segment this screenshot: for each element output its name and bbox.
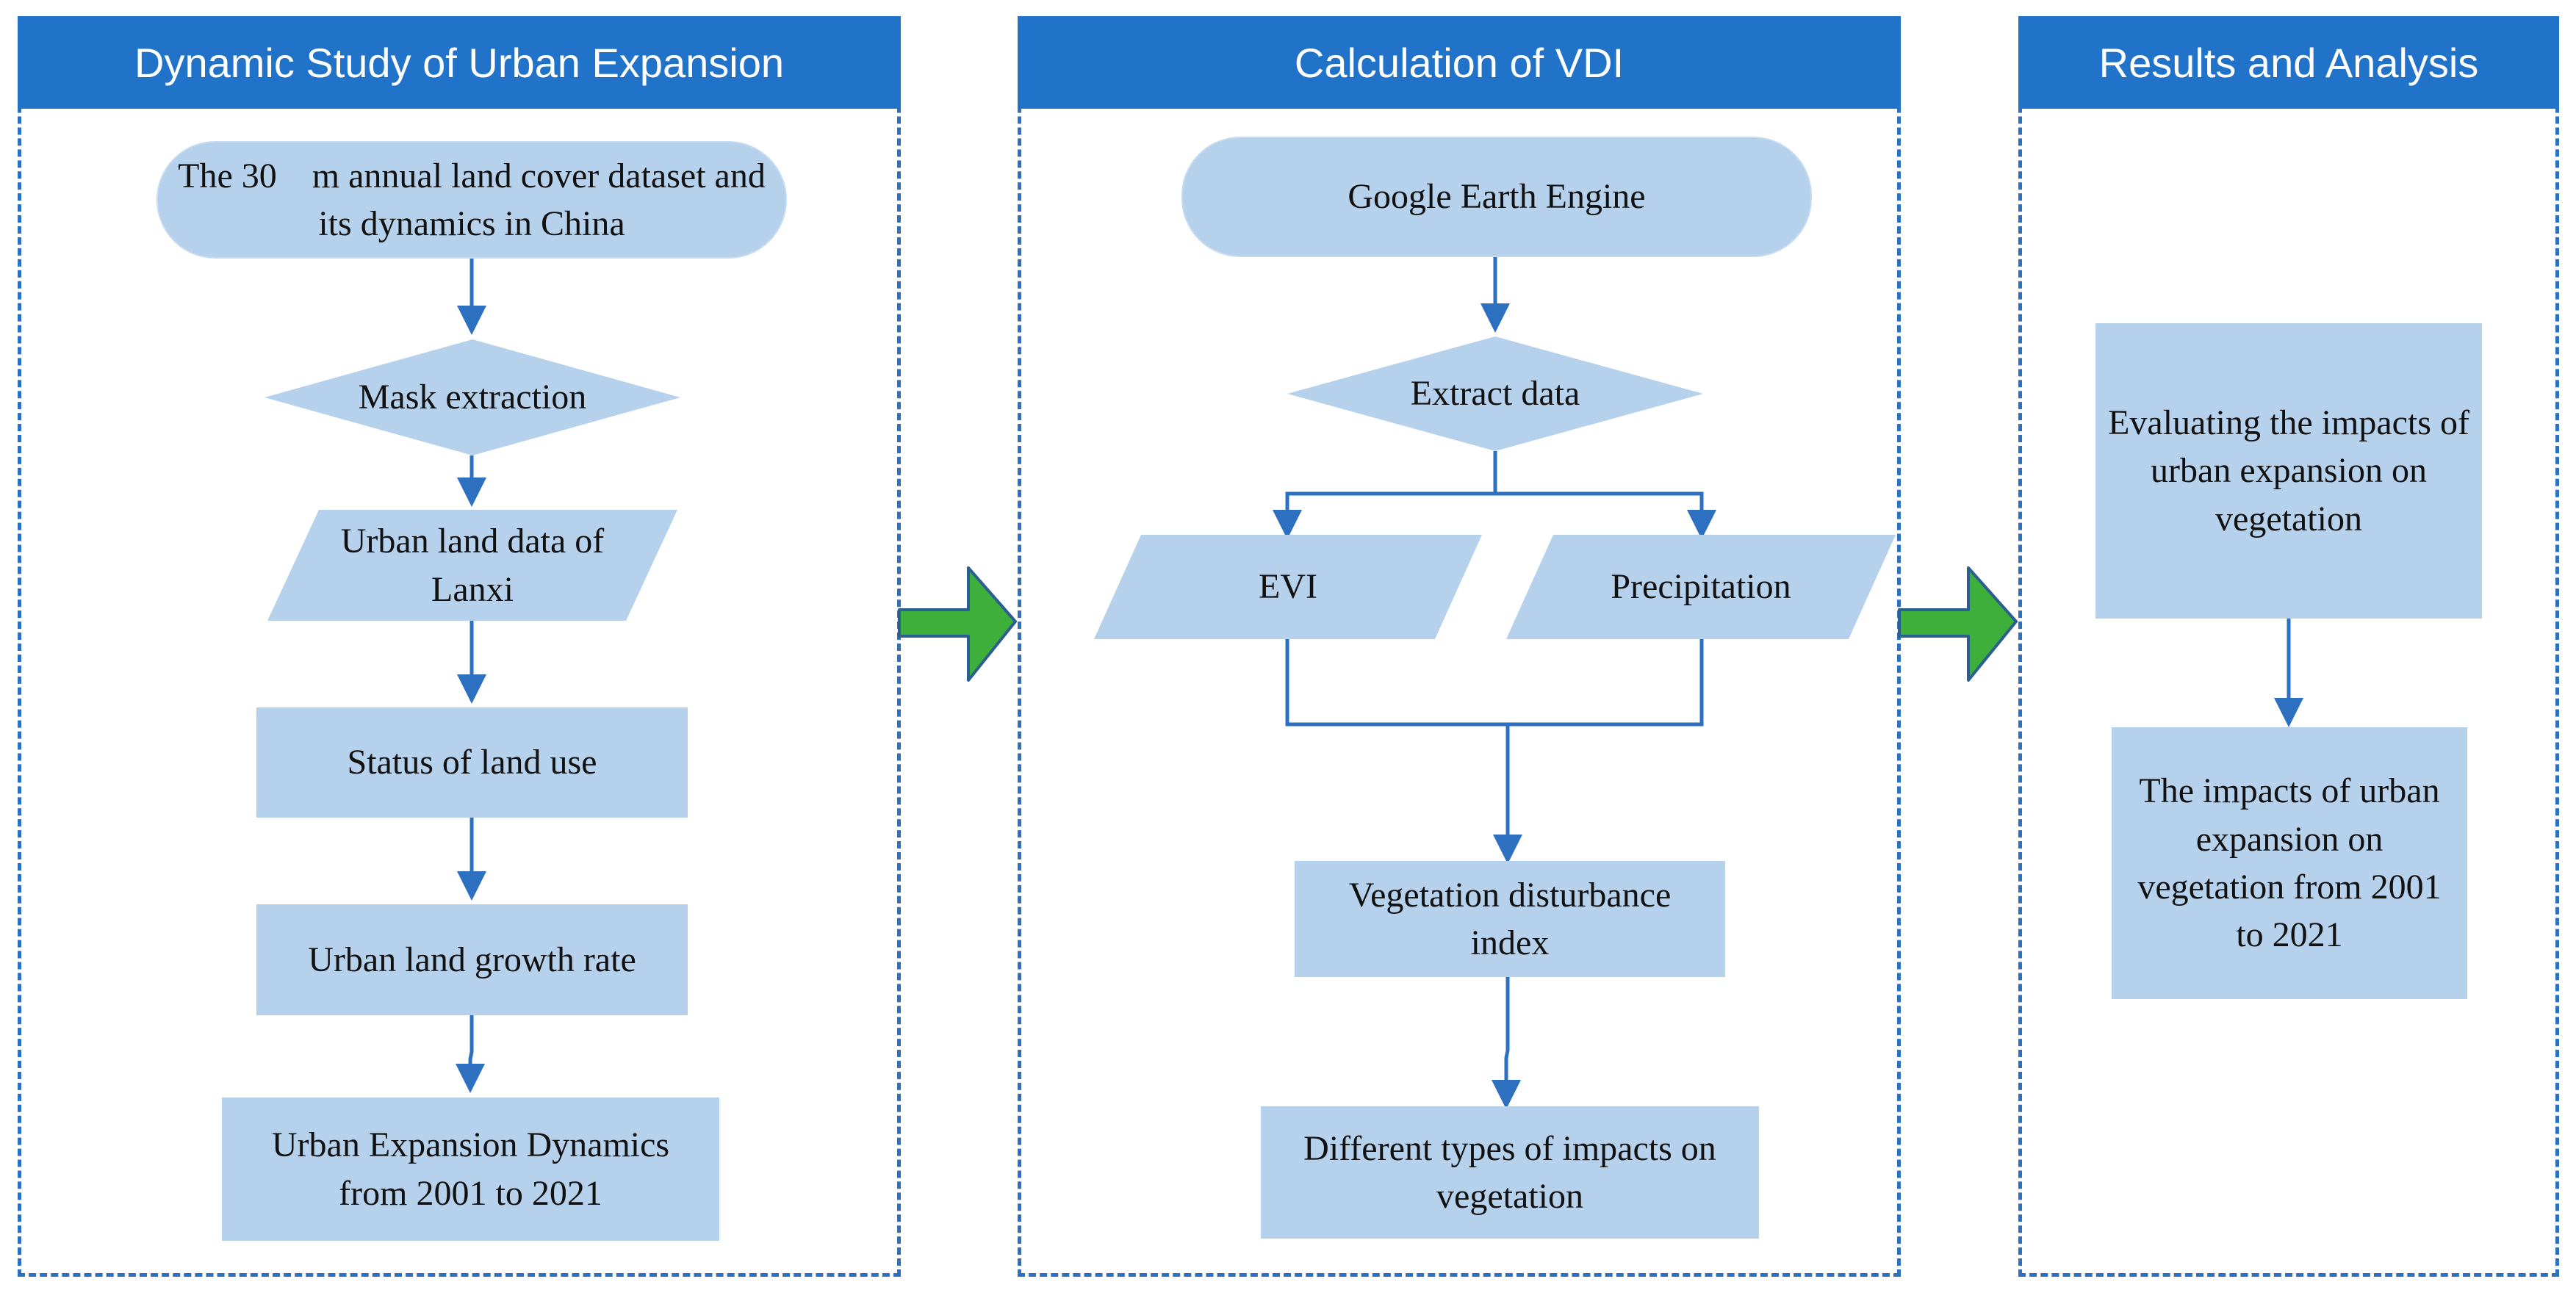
node-mask-extraction-label: Mask extraction (358, 378, 587, 417)
node-land-cover-dataset-label: The 30 m annual land cover dataset and i… (178, 156, 766, 243)
big-arrow-left-to-middle (898, 566, 1017, 682)
node-google-earth-engine: Google Earth Engine (1181, 137, 1812, 257)
node-evaluating-impacts-label: Evaluating the impacts of urban expansio… (2108, 403, 2469, 538)
arrow-growth-to-dynamics (456, 1015, 485, 1093)
node-land-cover-dataset: The 30 m annual land cover dataset and i… (156, 141, 787, 259)
node-evi-label: EVI (1259, 567, 1317, 607)
node-vdi-label: Vegetation disturbance index (1348, 875, 1672, 962)
split-extract-right (1495, 491, 1716, 539)
node-extract-data-shape (1287, 336, 1703, 451)
node-status-land-use-label: Status of land use (347, 743, 597, 782)
node-evaluating-impacts: Evaluating the impacts of urban expansio… (2095, 323, 2482, 619)
node-evi-shape (1094, 535, 1482, 639)
node-precipitation-shape (1506, 535, 1896, 639)
split-extract (1273, 451, 1497, 539)
panel-title-dynamic-study: Dynamic Study of Urban Expansion (18, 16, 901, 109)
node-expansion-dynamics: Urban Expansion Dynamics from 2001 to 20… (222, 1098, 719, 1241)
panel-title-results-analysis: Results and Analysis (2018, 16, 2559, 109)
node-impact-types-label: Different types of impacts on vegetation (1303, 1128, 1716, 1216)
node-google-earth-engine-label: Google Earth Engine (1348, 177, 1646, 217)
node-precipitation-label: Precipitation (1611, 567, 1791, 607)
arrow-vdi-to-impacts (1492, 977, 1521, 1109)
merge-evi-precip (1285, 639, 1704, 727)
node-expansion-dynamics-label: Urban Expansion Dynamics from 2001 to 20… (271, 1125, 670, 1213)
node-growth-rate-label: Urban land growth rate (308, 940, 636, 979)
node-extract-data-label: Extract data (1410, 374, 1580, 414)
node-impact-types: Different types of impacts on vegetation (1261, 1106, 1759, 1239)
big-arrow-middle-to-right (1898, 566, 2018, 682)
node-urban-land-data-label: Urban land data of Lanxi (340, 522, 605, 609)
node-urban-land-data-shape (267, 510, 677, 621)
panel-title-calculation-vdi: Calculation of VDI (1018, 16, 1901, 109)
node-status-land-use: Status of land use (256, 707, 688, 818)
node-impacts-result: The impacts of urban expansion on vegeta… (2112, 727, 2467, 999)
node-growth-rate: Urban land growth rate (256, 904, 688, 1015)
node-vdi: Vegetation disturbance index (1295, 861, 1725, 977)
node-mask-extraction-shape (265, 339, 680, 455)
node-impacts-result-label: The impacts of urban expansion on vegeta… (2137, 771, 2442, 955)
